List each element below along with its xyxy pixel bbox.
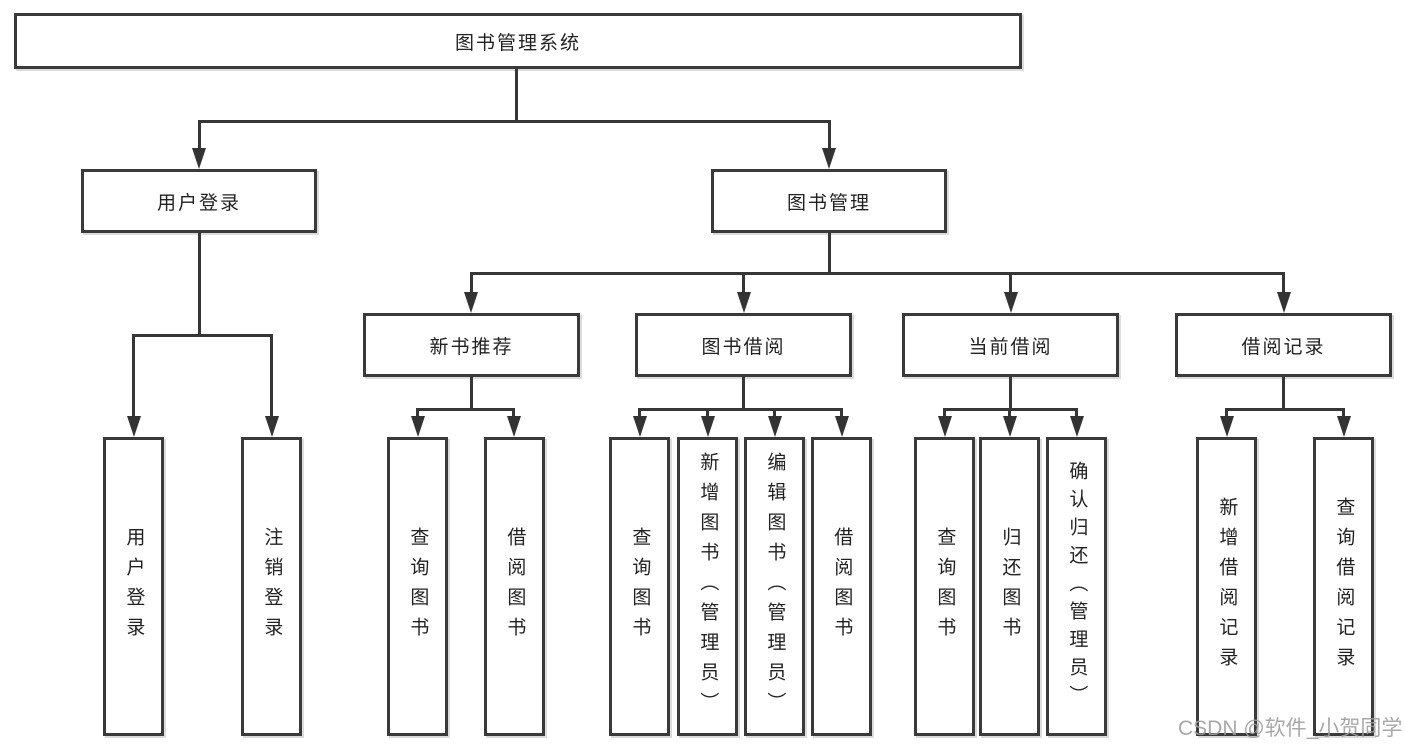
leaf-label: 新增图书（管理员） bbox=[697, 451, 719, 722]
leaf-label: 新增借阅记录 bbox=[1216, 496, 1238, 677]
connector-book-mgmt-stem bbox=[828, 233, 831, 272]
node-new-book-recommendation: 新书推荐 bbox=[363, 313, 580, 377]
connector-user-login-drop-1 bbox=[132, 334, 135, 418]
connector-user-login-drop-2 bbox=[270, 334, 273, 418]
leaf-label: 确认归还（管理员） bbox=[1066, 460, 1088, 713]
arrowhead-icon bbox=[633, 416, 647, 437]
connector-borrowing-drop-3 bbox=[773, 408, 776, 418]
leaf-label: 注销登录 bbox=[261, 526, 283, 647]
leaf-label: 查询图书 bbox=[407, 526, 429, 647]
arrowhead-icon bbox=[1070, 416, 1084, 437]
arrowhead-icon bbox=[1003, 416, 1017, 437]
connector-user-login-stem bbox=[198, 233, 201, 334]
arrowhead-icon bbox=[835, 416, 849, 437]
connector-user-login-horizontal bbox=[132, 334, 273, 337]
leaf-query-books-newrec: 查询图书 bbox=[387, 437, 448, 736]
leaf-label: 查询借阅记录 bbox=[1333, 496, 1355, 677]
arrowhead-icon bbox=[127, 416, 141, 437]
node-book-borrowing: 图书借阅 bbox=[635, 313, 852, 377]
connector-root-horizontal bbox=[198, 120, 831, 123]
connector-records-stem bbox=[1282, 377, 1285, 408]
node-label: 图书管理系统 bbox=[454, 32, 581, 54]
connector-book-mgmt-horizontal bbox=[470, 272, 1285, 275]
arrowhead-icon bbox=[1004, 292, 1018, 313]
leaf-query-books-borrowing: 查询图书 bbox=[609, 437, 670, 736]
leaf-label: 借阅图书 bbox=[504, 526, 526, 647]
leaf-confirm-return-admin: 确认归还（管理员） bbox=[1046, 437, 1107, 736]
leaf-borrow-books-newrec: 借阅图书 bbox=[484, 437, 545, 736]
node-borrowing-records: 借阅记录 bbox=[1175, 313, 1392, 377]
arrowhead-icon bbox=[822, 148, 836, 169]
connector-root-drop-right bbox=[828, 120, 831, 150]
node-label: 图书借阅 bbox=[701, 336, 786, 358]
connector-borrowing-drop-1 bbox=[638, 408, 641, 418]
arrowhead-icon bbox=[701, 416, 715, 437]
leaf-label: 借阅图书 bbox=[831, 526, 853, 647]
node-current-borrowing: 当前借阅 bbox=[902, 313, 1119, 377]
node-label: 新书推荐 bbox=[429, 336, 514, 358]
arrowhead-icon bbox=[464, 292, 478, 313]
leaf-return-books: 归还图书 bbox=[979, 437, 1040, 736]
leaf-add-books-admin: 新增图书（管理员） bbox=[677, 437, 738, 736]
arrowhead-icon bbox=[938, 416, 952, 437]
arrowhead-icon bbox=[192, 148, 206, 169]
node-label: 图书管理 bbox=[786, 192, 871, 214]
leaf-borrow-books-borrowing: 借阅图书 bbox=[811, 437, 872, 736]
arrowhead-icon bbox=[1220, 416, 1234, 437]
node-label: 借阅记录 bbox=[1241, 336, 1326, 358]
leaf-logout: 注销登录 bbox=[241, 437, 302, 736]
arrowhead-icon bbox=[411, 416, 425, 437]
leaf-label: 用户登录 bbox=[123, 526, 145, 647]
arrowhead-icon bbox=[737, 292, 751, 313]
connector-newrec-drop-1 bbox=[416, 408, 419, 418]
connector-newrec-drop-2 bbox=[512, 408, 515, 418]
node-user-login: 用户登录 bbox=[81, 169, 317, 233]
connector-borrowing-drop-4 bbox=[840, 408, 843, 418]
leaf-edit-books-admin: 编辑图书（管理员） bbox=[744, 437, 805, 736]
connector-current-drop-2 bbox=[1008, 408, 1011, 418]
connector-current-drop-3 bbox=[1075, 408, 1078, 418]
leaf-label: 编辑图书（管理员） bbox=[764, 451, 786, 722]
connector-borrowing-horizontal bbox=[638, 408, 843, 411]
leaf-label: 归还图书 bbox=[999, 526, 1021, 647]
leaf-add-borrow-record: 新增借阅记录 bbox=[1196, 437, 1257, 736]
connector-records-drop-2 bbox=[1342, 408, 1345, 418]
node-label: 用户登录 bbox=[156, 192, 241, 214]
connector-book-mgmt-drop-1 bbox=[470, 272, 473, 294]
connector-current-stem bbox=[1009, 377, 1012, 408]
leaf-query-books-current: 查询图书 bbox=[914, 437, 975, 736]
arrowhead-icon bbox=[1277, 292, 1291, 313]
connector-book-mgmt-drop-3 bbox=[1009, 272, 1012, 294]
connector-records-horizontal bbox=[1225, 408, 1345, 411]
node-label: 当前借阅 bbox=[968, 336, 1053, 358]
connector-current-drop-1 bbox=[943, 408, 946, 418]
connector-book-mgmt-drop-4 bbox=[1282, 272, 1285, 294]
arrowhead-icon bbox=[1337, 416, 1351, 437]
node-library-management-system: 图书管理系统 bbox=[14, 13, 1022, 69]
connector-borrowing-drop-2 bbox=[706, 408, 709, 418]
arrowhead-icon bbox=[768, 416, 782, 437]
leaf-label: 查询图书 bbox=[629, 526, 651, 647]
connector-book-mgmt-drop-2 bbox=[742, 272, 745, 294]
csdn-watermark: CSDN @软件_小贺同学 bbox=[1178, 717, 1403, 740]
connector-root-stem bbox=[515, 69, 518, 120]
node-book-management: 图书管理 bbox=[711, 169, 947, 233]
leaf-label: 查询图书 bbox=[934, 526, 956, 647]
leaf-query-borrow-record: 查询借阅记录 bbox=[1313, 437, 1374, 736]
arrowhead-icon bbox=[507, 416, 521, 437]
connector-newrec-horizontal bbox=[416, 408, 515, 411]
connector-root-drop-left bbox=[198, 120, 201, 150]
connector-borrowing-stem bbox=[742, 377, 745, 408]
connector-newrec-stem bbox=[470, 377, 473, 408]
connector-records-drop-1 bbox=[1225, 408, 1228, 418]
leaf-user-login: 用户登录 bbox=[103, 437, 164, 736]
arrowhead-icon bbox=[265, 416, 279, 437]
